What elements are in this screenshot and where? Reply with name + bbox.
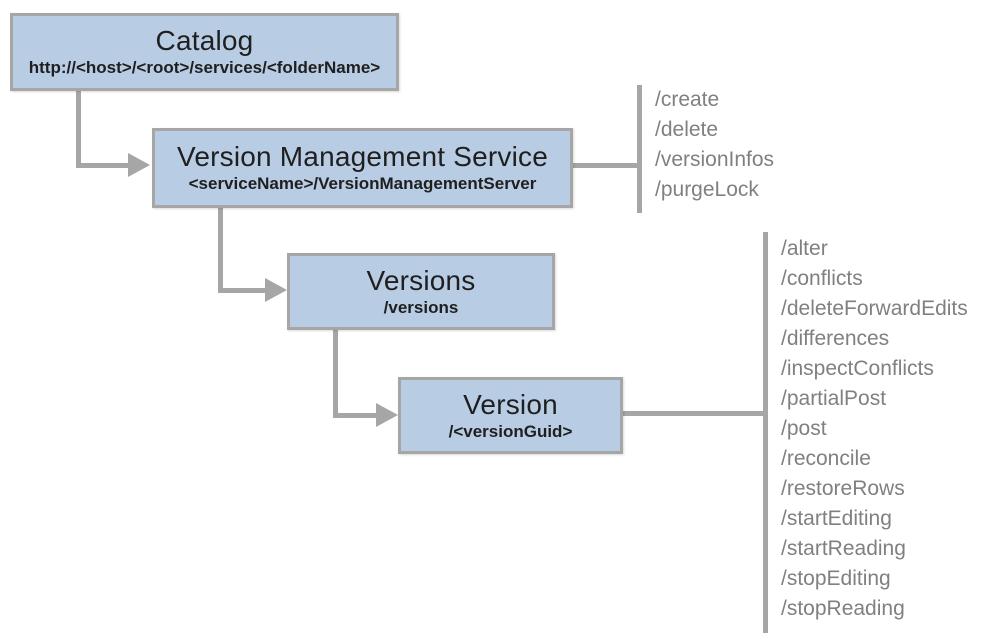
node-version: Version /<versionGuid> [398,377,623,454]
connector-versions-to-version-horizontal [333,413,376,418]
connector-vms-to-operations [573,163,638,168]
node-catalog: Catalog http://<host>/<root>/services/<f… [10,13,399,91]
arrowhead-into-versions-icon [265,278,287,302]
vms-operations-bracket-line [637,85,642,213]
operation-item: /versionInfos [655,148,775,171]
node-vms-url: <serviceName>/VersionManagementServer [188,174,537,194]
operation-item: /restoreRows [781,477,905,500]
operation-item: /conflicts [781,267,863,290]
operation-item: /startReading [781,537,906,560]
operation-item: /startEditing [781,507,892,530]
vms-operations-list: /create/delete/versionInfos/purgeLock [655,85,774,205]
operation-item: /delete [655,118,719,141]
operation-item: /create [655,88,720,111]
connector-catalog-to-vms-horizontal [76,163,128,168]
connector-version-to-operations [623,411,765,416]
node-vms-title: Version Management Service [177,141,548,173]
node-version-title: Version [463,388,558,420]
operation-item: /alter [781,237,828,260]
connector-catalog-to-vms-vertical [76,91,81,168]
operation-item: /stopEditing [781,567,891,590]
operation-item: /post [781,417,827,440]
version-operations-bracket-line [763,232,768,633]
operation-item: /stopReading [781,597,905,620]
operation-item: /partialPost [781,387,887,410]
node-versions: Versions /versions [287,253,555,330]
operation-item: /reconcile [781,447,871,470]
arrowhead-into-version-icon [376,403,398,427]
node-catalog-title: Catalog [155,25,254,57]
operation-item: /inspectConflicts [781,357,934,380]
connector-vms-to-versions-horizontal [218,288,265,293]
node-version-url: /<versionGuid> [448,421,573,441]
operation-item: /deleteForwardEdits [781,297,968,320]
operation-item: /differences [781,327,890,350]
arrowhead-into-vms-icon [128,153,150,177]
version-operations-list: /alter/conflicts/deleteForwardEdits/diff… [781,234,968,624]
node-version-management-service: Version Management Service <serviceName>… [152,128,573,208]
node-versions-url: /versions [383,297,459,317]
node-catalog-url: http://<host>/<root>/services/<folderNam… [28,58,381,78]
node-versions-title: Versions [366,264,476,296]
operation-item: /purgeLock [655,178,759,201]
connector-vms-to-versions-vertical [218,208,223,293]
connector-versions-to-version-vertical [333,330,338,418]
